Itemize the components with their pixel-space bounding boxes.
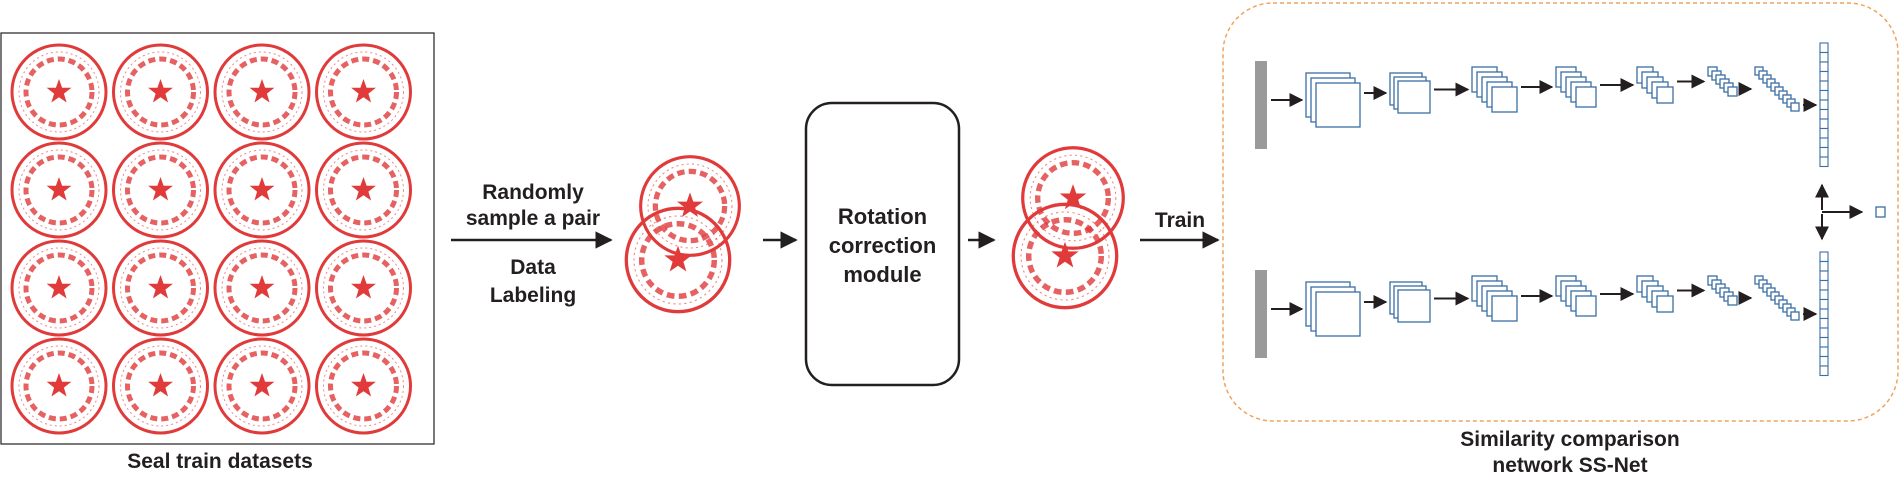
feature-vector-cell [1819,99,1829,111]
feature-vector-cell [1819,289,1829,301]
feature-vector-cell [1819,146,1829,158]
conv-layer [1656,295,1674,313]
conv-layer [1575,295,1597,317]
output-node [1875,206,1886,218]
sample-label-line1: Randomly [482,181,584,204]
feature-vector-cell [1819,108,1829,120]
conv-layer [1397,80,1431,114]
conv-layer [1491,295,1518,322]
sample-label-line2: sample a pair [465,207,601,230]
input-slab [1255,270,1267,358]
seal-icon [1013,204,1116,307]
feature-vector-cell [1819,355,1829,367]
feature-vector-cell [1819,308,1829,320]
conv-layer [1315,82,1361,128]
conv-layer [1790,102,1800,112]
ssnet-label-line1: Similarity comparison [1460,428,1680,451]
feature-vector-cell [1819,336,1829,348]
conv-layer [1727,295,1738,306]
rotation-module-label: Rotation correction module [806,202,959,289]
feature-vector-cell [1819,137,1829,149]
conv-layer [1575,86,1597,108]
conv-layer [1315,291,1361,337]
feature-vector-cell [1819,51,1829,63]
conv-layer [1491,86,1518,113]
feature-vector-cell [1819,327,1829,339]
feature-vector-cell [1819,270,1829,282]
feature-vector-cell [1819,118,1829,130]
feature-vector-cell [1819,365,1829,377]
seal-pair-raw [626,157,739,312]
ssnet-label: Similarity comparison network SS-Net [1380,427,1760,479]
conv-layer [1397,289,1431,323]
seal-icon [626,208,729,311]
labeling-label: Data Labeling [448,254,618,310]
feature-vector-cell [1819,298,1829,310]
seal-pair-corrected [1013,148,1123,308]
train-label: Train [1154,209,1206,232]
rotation-module-box [804,101,961,387]
feature-vector-cell [1819,127,1829,139]
feature-vector-cell [1819,251,1829,263]
feature-vector-cell [1819,279,1829,291]
labeling-label-line1: Data [510,256,556,279]
ssnet-label-line2: network SS-Net [1492,454,1648,477]
labeling-label-line2: Labeling [489,284,577,307]
dataset-label: Seal train datasets [127,450,313,473]
sample-label: Randomly sample a pair [448,180,618,232]
rotation-label-line1: Rotation [837,204,928,229]
feature-vector-cell [1819,42,1829,54]
feature-vector-cell [1819,70,1829,82]
feature-vector-cell [1819,80,1829,92]
feature-vector-cell [1819,260,1829,272]
feature-vector-cell [1819,156,1829,168]
rotation-label-line3: module [843,262,922,287]
ssnet-branches [1255,42,1829,377]
feature-vector-cell [1819,89,1829,101]
rotation-label-line2: correction [828,233,937,258]
feature-vector-cell [1819,61,1829,73]
feature-vector-cell [1819,317,1829,329]
conv-layer [1727,86,1738,97]
input-slab [1255,61,1267,149]
feature-vector-cell [1819,346,1829,358]
ssnet-panel [1222,2,1899,422]
conv-layer [1656,86,1674,104]
conv-layer [1790,311,1800,321]
